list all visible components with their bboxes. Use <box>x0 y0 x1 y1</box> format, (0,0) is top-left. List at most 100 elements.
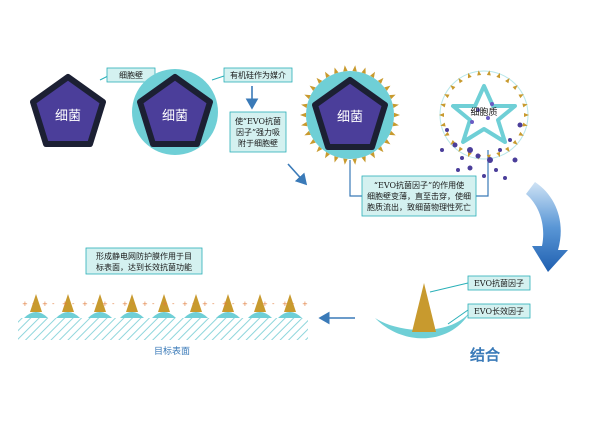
factor-spike-large <box>412 283 436 332</box>
factor-spike <box>377 77 384 84</box>
factor-spike <box>361 156 366 163</box>
film-callout: 形成静电网防护膜作用于目 标表面，达到长效抗菌功能 <box>85 247 203 275</box>
charge-sign: + <box>182 300 188 308</box>
cytoplasm-dot <box>503 176 507 180</box>
charge-sign: - <box>72 300 75 308</box>
factor-spikes <box>439 70 529 160</box>
charge-sign: - <box>112 300 115 308</box>
teal-lens <box>375 312 470 339</box>
surface-spike <box>254 294 266 312</box>
cytoplasm-dot <box>460 156 464 160</box>
charge-sign: - <box>152 300 155 308</box>
cytoplasm-dot <box>452 142 458 148</box>
factor-spike <box>522 122 528 127</box>
surface-bump <box>24 312 48 318</box>
bacterium-pentagon <box>30 74 106 147</box>
long-factor-callout: EVO长效因子 <box>467 303 531 319</box>
target-surface: +-+-+-+-+-+-+-+-+-+-+-+-+-+-+ <box>18 294 308 340</box>
factor-spike <box>392 121 399 127</box>
factor-spike <box>467 72 472 79</box>
cytoplasm-dot <box>467 147 473 153</box>
factor-spike <box>370 152 375 159</box>
bacterium-coated: 细菌 <box>132 69 218 155</box>
factor-spike <box>343 158 348 165</box>
factor-spike <box>496 151 501 158</box>
surface-spike <box>62 294 74 312</box>
factor-spike <box>440 122 446 127</box>
bacterium-ruptured: 细胞质 <box>439 70 529 180</box>
charge-sign: - <box>272 300 275 308</box>
cytoplasm-dot <box>467 165 473 171</box>
factor-label: EVO抗菌因子 <box>474 278 524 288</box>
effect-line-3: 胞质流出，致细菌物理性死亡 <box>367 202 471 212</box>
cytoplasm-dot <box>482 174 486 178</box>
adsorb-line-1: 使“EVO抗菌 <box>235 116 281 126</box>
surface-bump <box>120 312 144 318</box>
surface-spike <box>30 294 42 312</box>
bacterium-plain: 细菌 <box>30 74 106 147</box>
factor-spike <box>486 154 491 160</box>
factor-spike <box>377 146 384 153</box>
adsorb-callout: 使“EVO抗菌 因子”强力吸 附于细胞壁 <box>229 111 287 153</box>
factor-spike <box>458 77 463 84</box>
factor-spike <box>522 103 528 108</box>
adsorb-line-3: 附于细胞壁 <box>238 138 278 148</box>
medium-label: 有机硅作为媒介 <box>230 70 286 80</box>
charge-sign: + <box>62 300 68 308</box>
cell-wall-callout: 细胞壁 <box>106 67 156 83</box>
factor-spike <box>477 70 482 76</box>
factor-spike <box>325 71 330 78</box>
charge-sign: + <box>102 300 108 308</box>
combine-label: 结合 <box>470 346 501 364</box>
factor-spike <box>325 152 330 159</box>
cytoplasm-dots <box>440 102 523 180</box>
factor-spike <box>444 94 450 99</box>
long-factor-pointer <box>447 309 469 325</box>
charge-sign: + <box>242 300 248 308</box>
surface-spike <box>190 294 202 312</box>
curved-arrow-icon <box>526 182 568 272</box>
charge-sign: + <box>42 300 48 308</box>
cytoplasm-dot <box>498 148 502 152</box>
factor-spike <box>518 131 524 136</box>
factor-spike <box>450 140 456 145</box>
cytoplasm-dot <box>508 138 512 142</box>
factor-spike <box>352 65 357 72</box>
factor-spike <box>389 130 396 136</box>
factor-spike <box>384 85 391 91</box>
charge-sign: - <box>252 300 255 308</box>
bacterium-pentagon <box>137 74 213 147</box>
charge-sign: - <box>92 300 95 308</box>
target-surface-label: 目标表面 <box>154 345 190 357</box>
bacterium-label: 细菌 <box>55 109 81 124</box>
cytoplasm-dot <box>490 102 494 106</box>
factor-spike <box>450 85 456 90</box>
factor-spike <box>512 85 518 90</box>
factor-spike <box>309 85 316 91</box>
factor-spike <box>389 94 396 100</box>
factor-spike <box>304 130 311 136</box>
factor-spike <box>361 67 366 74</box>
combination-figure <box>375 283 470 339</box>
cytoplasm-dot <box>456 168 460 172</box>
charge-sign: + <box>262 300 268 308</box>
charge-sign: + <box>302 300 308 308</box>
bacterium-pentagon <box>312 77 388 150</box>
factor-spike <box>486 70 491 76</box>
charge-sign: + <box>162 300 168 308</box>
effect-line-2: 细胞壁变薄，直至击穿，使细 <box>367 191 471 201</box>
factor-spike <box>316 146 323 153</box>
film-line-1: 形成静电网防护膜作用于目 <box>96 251 192 261</box>
surface-bump <box>278 312 302 318</box>
charge-sign: - <box>192 300 195 308</box>
factor-spike <box>505 146 510 153</box>
cytoplasm-dot <box>476 108 480 112</box>
charge-sign: + <box>202 300 208 308</box>
charge-sign: - <box>32 300 35 308</box>
cytoplasm-dot <box>517 122 523 128</box>
cytoplasm-dot <box>494 168 498 172</box>
factor-callout: EVO抗菌因子 <box>467 275 531 291</box>
surface-spike <box>94 294 106 312</box>
long-factor-label: EVO长效因子 <box>474 306 524 316</box>
factor-spike <box>370 71 375 78</box>
